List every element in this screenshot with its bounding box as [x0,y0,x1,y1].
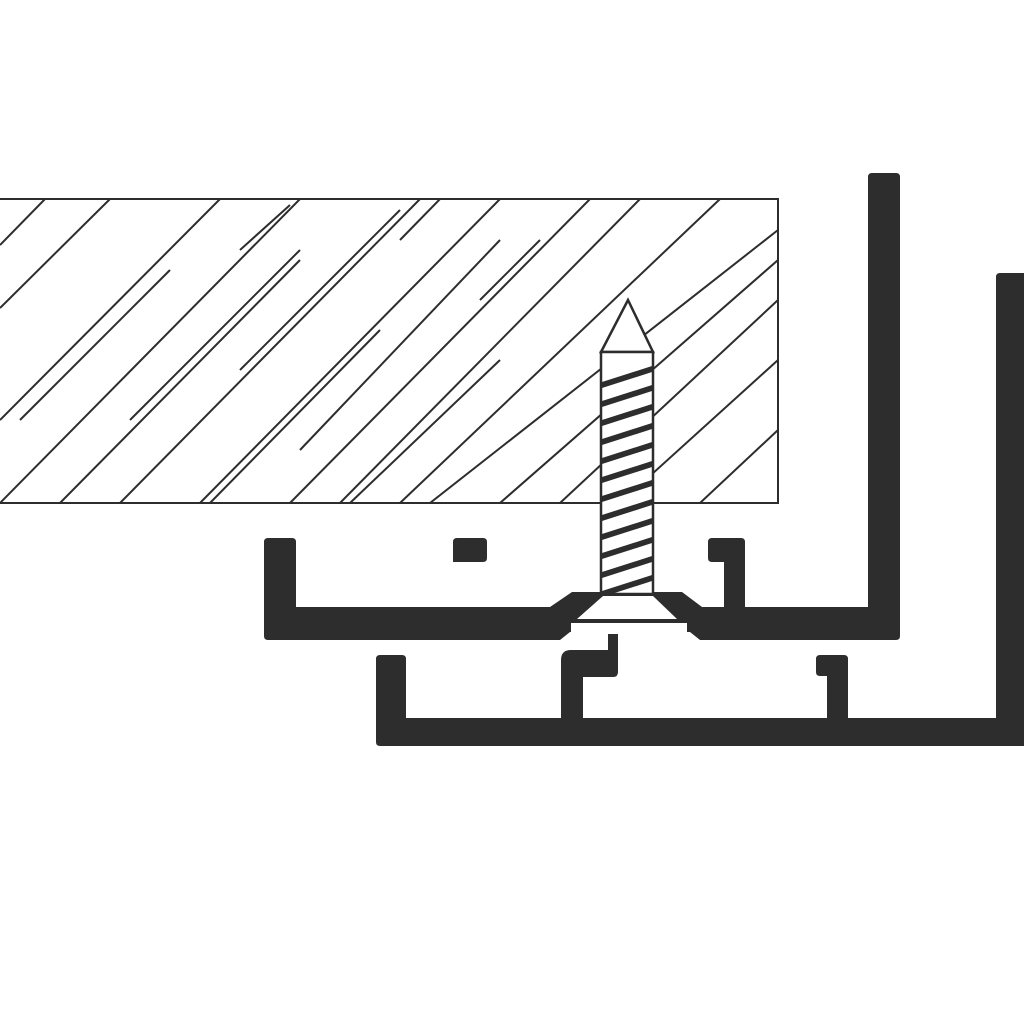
hatch-line [699,429,778,503]
washer [571,623,687,632]
thread-band [602,575,652,597]
thread-band [602,461,652,483]
screw-head [577,596,677,619]
thread-band [602,518,652,540]
hatch-line [239,209,401,371]
hatch-line [239,204,291,251]
hatch-line [209,329,381,503]
hatch-line [559,299,778,503]
hatch-line [0,199,111,309]
hatch-line [199,199,501,503]
hatch-line [349,359,501,503]
hatch-line [0,199,46,246]
hatch-line [129,249,301,421]
hatch-line [299,239,501,451]
screw [571,297,687,632]
thread-band [602,404,652,426]
thread-band [602,499,652,521]
glass-hatching [0,199,778,503]
hatch-line [479,239,541,301]
hatch-line [289,199,591,503]
hatch-line [59,259,301,503]
screw-threads [602,366,652,597]
thread-band [602,423,652,445]
thread-band [602,385,652,407]
hatch-line [0,199,301,503]
hatch-line [399,199,721,503]
hatch-line [399,199,441,241]
hatch-line [339,199,641,503]
thread-band [602,366,652,388]
hatch-line [19,269,171,421]
hatch-line [119,199,421,503]
thread-band [602,442,652,464]
thread-band [602,556,652,578]
thread-band [602,480,652,502]
glass-panel [0,198,779,504]
hatch-line [0,199,221,421]
thread-band [602,537,652,559]
